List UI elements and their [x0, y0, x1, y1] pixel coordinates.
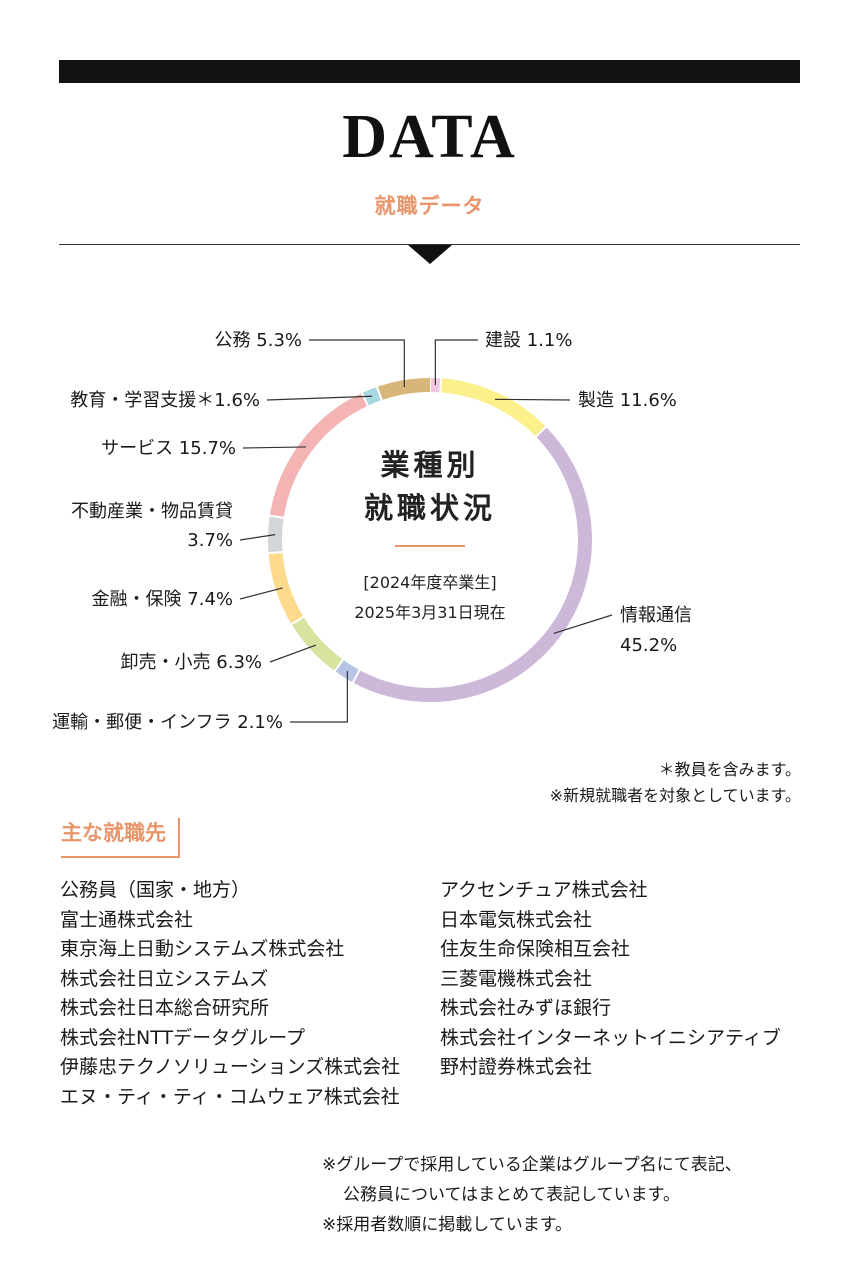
- slice-separator: [333, 658, 345, 673]
- leader-line: [553, 614, 613, 635]
- header-bar: [59, 60, 800, 83]
- chart-center-sub-2: 2025年3月31日現在: [354, 603, 505, 622]
- slice-separator: [360, 391, 370, 408]
- slice-label: 建設 1.1%: [485, 330, 572, 351]
- leader-line: [269, 644, 317, 663]
- leader-line: [309, 339, 405, 388]
- slice-separator: [267, 550, 284, 555]
- leader-line: [434, 339, 478, 386]
- slice-label: 情報通信: [620, 605, 692, 626]
- footer-note-order: ※採用者数順に掲載しています。: [322, 1215, 573, 1235]
- list-item: 東京海上日動システムズ株式会社: [60, 938, 345, 960]
- leader-line: [290, 671, 348, 723]
- chart-notes: ＊教員を含みます。 ※新規就職者を対象としています。: [550, 757, 801, 809]
- down-arrow-icon: [408, 245, 452, 264]
- slice-labels: 建設 1.1% 製造 11.6% 情報通信 45.2% 運輸・郵便・インフラ 2.1% 卸…: [52, 330, 692, 733]
- donut-slice: [268, 551, 304, 625]
- list-item: 株式会社日立システムズ: [60, 967, 269, 990]
- employers-left-list: 公務員（国家・地方） 富士通株式会社 東京海上日動システムズ株式会社 株式会社日…: [60, 876, 400, 1112]
- leader-line: [242, 446, 307, 449]
- list-item: 伊藤忠テクノソリューションズ株式会社: [60, 1056, 401, 1078]
- slice-separator: [375, 385, 383, 402]
- chart-center-title-1: 業種別: [380, 448, 479, 482]
- slice-label: 教育・学習支援＊1.6%: [70, 390, 260, 411]
- list-item: 株式会社インターネットイニシアティブ: [440, 1026, 781, 1049]
- chart-center-sub-1: [2024年度卒業生]: [363, 573, 496, 592]
- leader-line: [495, 398, 571, 401]
- page-title: DATA: [342, 103, 517, 171]
- donut-slice: [291, 616, 344, 672]
- slice-label: 公務 5.3%: [215, 330, 302, 351]
- list-item: 日本電気株式会社: [440, 908, 593, 931]
- donut-slice: [352, 426, 592, 702]
- list-item: 三菱電機株式会社: [440, 967, 593, 990]
- slice-separator: [439, 377, 443, 394]
- divider: [59, 244, 800, 245]
- list-item: 株式会社NTTデータグループ: [60, 1026, 305, 1049]
- employers-heading: 主な就職先: [61, 818, 180, 858]
- leader-line: [239, 534, 276, 541]
- list-item: 住友生命保険相互会社: [440, 938, 631, 960]
- slice-separator: [268, 514, 285, 519]
- note-new-grads: ※新規就職者を対象としています。: [549, 786, 801, 805]
- footer-note-public: 公務員についてはまとめて表記しています。: [343, 1185, 680, 1205]
- list-item: 野村證券株式会社: [440, 1056, 593, 1078]
- list-item: アクセンチュア株式会社: [440, 879, 648, 901]
- list-item: 株式会社日本総合研究所: [60, 997, 270, 1019]
- slice-label: 製造 11.6%: [578, 390, 677, 411]
- slice-label: 不動産業・物品賃貸: [71, 501, 233, 522]
- donut-slice: [268, 515, 284, 554]
- slice-label: 運輸・郵便・インフラ 2.1%: [52, 712, 283, 733]
- slice-separator: [534, 425, 548, 439]
- footer-note-group: ※グループで採用している企業はグループ名にて表記、: [322, 1155, 742, 1175]
- list-item: 公務員（国家・地方）: [60, 879, 251, 901]
- leader-line: [239, 587, 283, 600]
- employers-right-list: アクセンチュア株式会社 日本電気株式会社 住友生命保険相互会社 三菱電機株式会社…: [440, 876, 781, 1083]
- chart-center-title-2: 就職状況: [364, 491, 496, 525]
- slice-label: 卸売・小売 6.3%: [121, 652, 262, 673]
- list-item: エヌ・ティ・ティ・コムウェア株式会社: [60, 1085, 400, 1108]
- list-item: 株式会社みずほ銀行: [440, 997, 612, 1019]
- donut-slices: [267, 377, 592, 702]
- industry-donut-chart: 建設 1.1% 製造 11.6% 情報通信 45.2% 運輸・郵便・インフラ 2.1% 卸…: [52, 330, 692, 733]
- donut-slice: [377, 378, 431, 401]
- slice-value-label: 3.7%: [187, 530, 233, 551]
- leader-lines: [239, 339, 613, 723]
- slice-label: サービス 15.7%: [101, 438, 236, 459]
- donut-slice: [440, 378, 546, 437]
- donut-slice: [269, 392, 368, 518]
- note-teachers: ＊教員を含みます。: [658, 760, 801, 779]
- slice-separator: [290, 615, 305, 626]
- leader-line: [266, 395, 373, 401]
- list-item: 富士通株式会社: [60, 908, 194, 931]
- slice-label: 金融・保険 7.4%: [92, 589, 233, 610]
- footer-notes: ※グループで採用している企業はグループ名にて表記、 公務員についてはまとめて表記…: [322, 1150, 742, 1240]
- slice-value-label: 45.2%: [620, 635, 677, 656]
- slice-separator: [351, 668, 361, 684]
- page-subtitle: 就職データ: [374, 194, 485, 218]
